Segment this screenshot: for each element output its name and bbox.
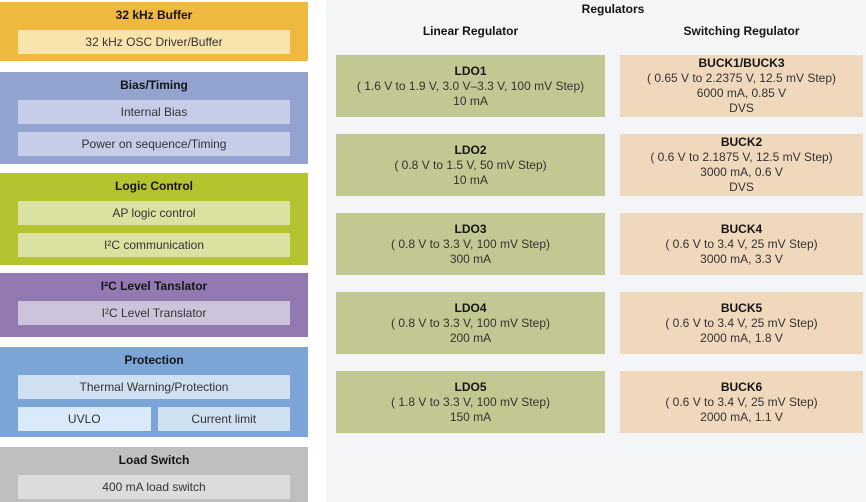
block-title: Protection <box>124 353 184 367</box>
regulator-name: LDO5 <box>454 379 487 394</box>
block-i2c-level-translator: I²C Level Tanslator I²C Level Translator <box>0 273 308 337</box>
block-title: Logic Control <box>115 179 193 193</box>
regulators-panel: Regulators Linear Regulator LDO1 ( 1.6 V… <box>326 0 866 502</box>
block-title: I²C Level Tanslator <box>100 279 208 293</box>
regulator-range: ( 1.6 V to 1.9 V, 3.0 V–3.3 V, 100 mV St… <box>356 78 585 93</box>
regulator-name: LDO3 <box>454 221 487 236</box>
switching-regulator-header: Switching Regulator <box>683 24 800 38</box>
regulator-current: 10 mA <box>453 93 488 108</box>
regulator-range: ( 0.65 V to 2.2375 V, 12.5 mV Step) <box>646 71 836 85</box>
regulator-range: ( 0.6 V to 3.4 V, 25 mV Step) <box>665 236 818 251</box>
block-title: 32 kHz Buffer <box>115 8 193 22</box>
regulator-range: ( 1.8 V to 3.3 V, 100 mV Step) <box>391 394 550 409</box>
block-item-current-limit: Current limit <box>157 407 290 431</box>
block-bias-timing: Bias/Timing Internal Bias Power on seque… <box>0 72 308 164</box>
regulator-name: LDO4 <box>454 300 487 315</box>
regulator-current: 10 mA <box>453 172 488 187</box>
linear-regulator-column: Linear Regulator LDO1 ( 1.6 V to 1.9 V, … <box>336 0 605 433</box>
ldo2-box: LDO2 ( 0.8 V to 1.5 V, 50 mV Step) 10 mA <box>336 134 605 196</box>
regulator-name: BUCK2 <box>720 135 763 149</box>
buck2-box: BUCK2 ( 0.6 V to 2.1875 V, 12.5 mV Step)… <box>620 134 863 196</box>
linear-regulator-header: Linear Regulator <box>422 24 519 38</box>
regulator-current: 2000 mA, 1.8 V <box>700 330 783 345</box>
block-item: 32 kHz OSC Driver/Buffer <box>18 30 290 54</box>
regulator-range: ( 0.6 V to 3.4 V, 25 mV Step) <box>665 315 818 330</box>
block-item: I²C communication <box>18 233 290 257</box>
block-item-uvlo: UVLO <box>18 407 151 431</box>
block-item: Internal Bias <box>18 100 290 124</box>
buck1-buck3-box: BUCK1/BUCK3 ( 0.65 V to 2.2375 V, 12.5 m… <box>620 55 863 117</box>
regulator-range: ( 0.6 V to 3.4 V, 25 mV Step) <box>665 394 818 409</box>
block-32khz-buffer: 32 kHz Buffer 32 kHz OSC Driver/Buffer <box>0 2 308 61</box>
block-item: Power on sequence/Timing <box>18 132 290 156</box>
protection-split-row: UVLO Current limit <box>18 407 290 431</box>
regulator-name: BUCK4 <box>720 221 763 236</box>
switching-regulator-column: Switching Regulator BUCK1/BUCK3 ( 0.65 V… <box>620 0 863 433</box>
regulator-range: ( 0.8 V to 1.5 V, 50 mV Step) <box>394 157 547 172</box>
regulator-feature: DVS <box>729 180 754 194</box>
regulator-current: 3000 mA, 3.3 V <box>700 251 783 266</box>
block-item: AP logic control <box>18 201 290 225</box>
ldo3-box: LDO3 ( 0.8 V to 3.3 V, 100 mV Step) 300 … <box>336 213 605 275</box>
buck6-box: BUCK6 ( 0.6 V to 3.4 V, 25 mV Step) 2000… <box>620 371 863 433</box>
regulator-range: ( 0.8 V to 3.3 V, 100 mV Step) <box>391 236 550 251</box>
buck5-box: BUCK5 ( 0.6 V to 3.4 V, 25 mV Step) 2000… <box>620 292 863 354</box>
block-item: Thermal Warning/Protection <box>18 375 290 399</box>
regulator-name: BUCK6 <box>720 379 763 394</box>
regulator-name: BUCK5 <box>720 300 763 315</box>
ldo1-box: LDO1 ( 1.6 V to 1.9 V, 3.0 V–3.3 V, 100 … <box>336 55 605 117</box>
ldo5-box: LDO5 ( 1.8 V to 3.3 V, 100 mV Step) 150 … <box>336 371 605 433</box>
regulator-current: 150 mA <box>449 409 492 424</box>
block-title: Load Switch <box>118 453 190 467</box>
regulators-title: Regulators <box>581 2 645 16</box>
block-item: I²C Level Translator <box>18 301 290 325</box>
block-load-switch: Load Switch 400 mA load switch <box>0 447 308 502</box>
regulator-current: 2000 mA, 1.1 V <box>700 409 783 424</box>
regulator-feature: DVS <box>729 101 754 115</box>
block-title: Bias/Timing <box>120 78 188 92</box>
block-protection: Protection Thermal Warning/Protection UV… <box>0 347 308 437</box>
ldo4-box: LDO4 ( 0.8 V to 3.3 V, 100 mV Step) 200 … <box>336 292 605 354</box>
regulator-current: 3000 mA, 0.6 V <box>700 165 783 179</box>
regulator-current: 6000 mA, 0.85 V <box>696 86 787 100</box>
regulator-name: LDO1 <box>454 63 487 78</box>
regulator-range: ( 0.8 V to 3.3 V, 100 mV Step) <box>391 315 550 330</box>
regulator-current: 200 mA <box>449 330 492 345</box>
regulator-name: BUCK1/BUCK3 <box>698 56 785 70</box>
block-item: 400 mA load switch <box>18 475 290 499</box>
block-logic-control: Logic Control AP logic control I²C commu… <box>0 173 308 265</box>
regulator-name: LDO2 <box>454 142 487 157</box>
regulator-range: ( 0.6 V to 2.1875 V, 12.5 mV Step) <box>650 150 833 164</box>
buck4-box: BUCK4 ( 0.6 V to 3.4 V, 25 mV Step) 3000… <box>620 213 863 275</box>
regulator-current: 300 mA <box>449 251 492 266</box>
